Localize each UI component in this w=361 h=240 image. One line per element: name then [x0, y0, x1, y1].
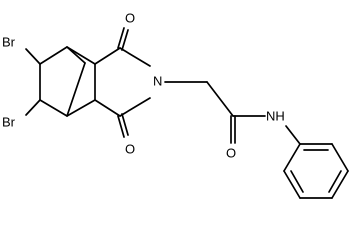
phenyl-inner-3: [290, 170, 304, 193]
bond-ctop-n: [119, 47, 151, 67]
bond-ctop-o-2: [121, 29, 129, 51]
bond-ch2-camide: [206, 81, 234, 117]
bond-cbottom-n: [119, 97, 151, 117]
molecule-diagram: Br Br O N O O NH: [2, 10, 349, 199]
atom-n-imide: N: [153, 73, 162, 88]
bond-c2-c3: [66, 46, 96, 65]
bond-c5-c4: [66, 99, 96, 117]
bond-c6-c5: [39, 99, 68, 117]
bond-bridge-top: [66, 46, 86, 64]
phenyl-ring: [283, 143, 349, 199]
bond-c1-br-top: [25, 48, 41, 65]
phenyl-bond-3: [331, 170, 349, 199]
bond-c4-cbottom: [94, 99, 121, 117]
atom-o-amide: O: [226, 145, 236, 160]
atom-o-bottom: O: [125, 141, 135, 156]
bond-ctop-o-1: [117, 27, 125, 49]
bond-bridge-bottom: [66, 62, 86, 117]
phenyl-inner-2: [328, 170, 342, 193]
phenyl-bond-6: [283, 143, 301, 172]
bond-c3-ctop: [94, 47, 121, 65]
bond-cbottom-o-1: [117, 115, 125, 138]
bond-c6-br-bottom: [25, 99, 41, 116]
atom-nh-amide: NH: [266, 108, 285, 123]
atom-br-bottom: Br: [2, 114, 16, 129]
phenyl-bond-2: [331, 143, 349, 172]
atom-br-top: Br: [2, 34, 16, 49]
bond-c1-c2: [39, 46, 68, 65]
norbornane-core: [39, 46, 96, 117]
bond-cbottom-o-2: [121, 113, 129, 136]
imide-ring: [94, 47, 151, 117]
atom-o-top: O: [125, 10, 135, 25]
bond-nh-phenyl: [285, 125, 301, 145]
phenyl-bond-5: [283, 170, 301, 199]
